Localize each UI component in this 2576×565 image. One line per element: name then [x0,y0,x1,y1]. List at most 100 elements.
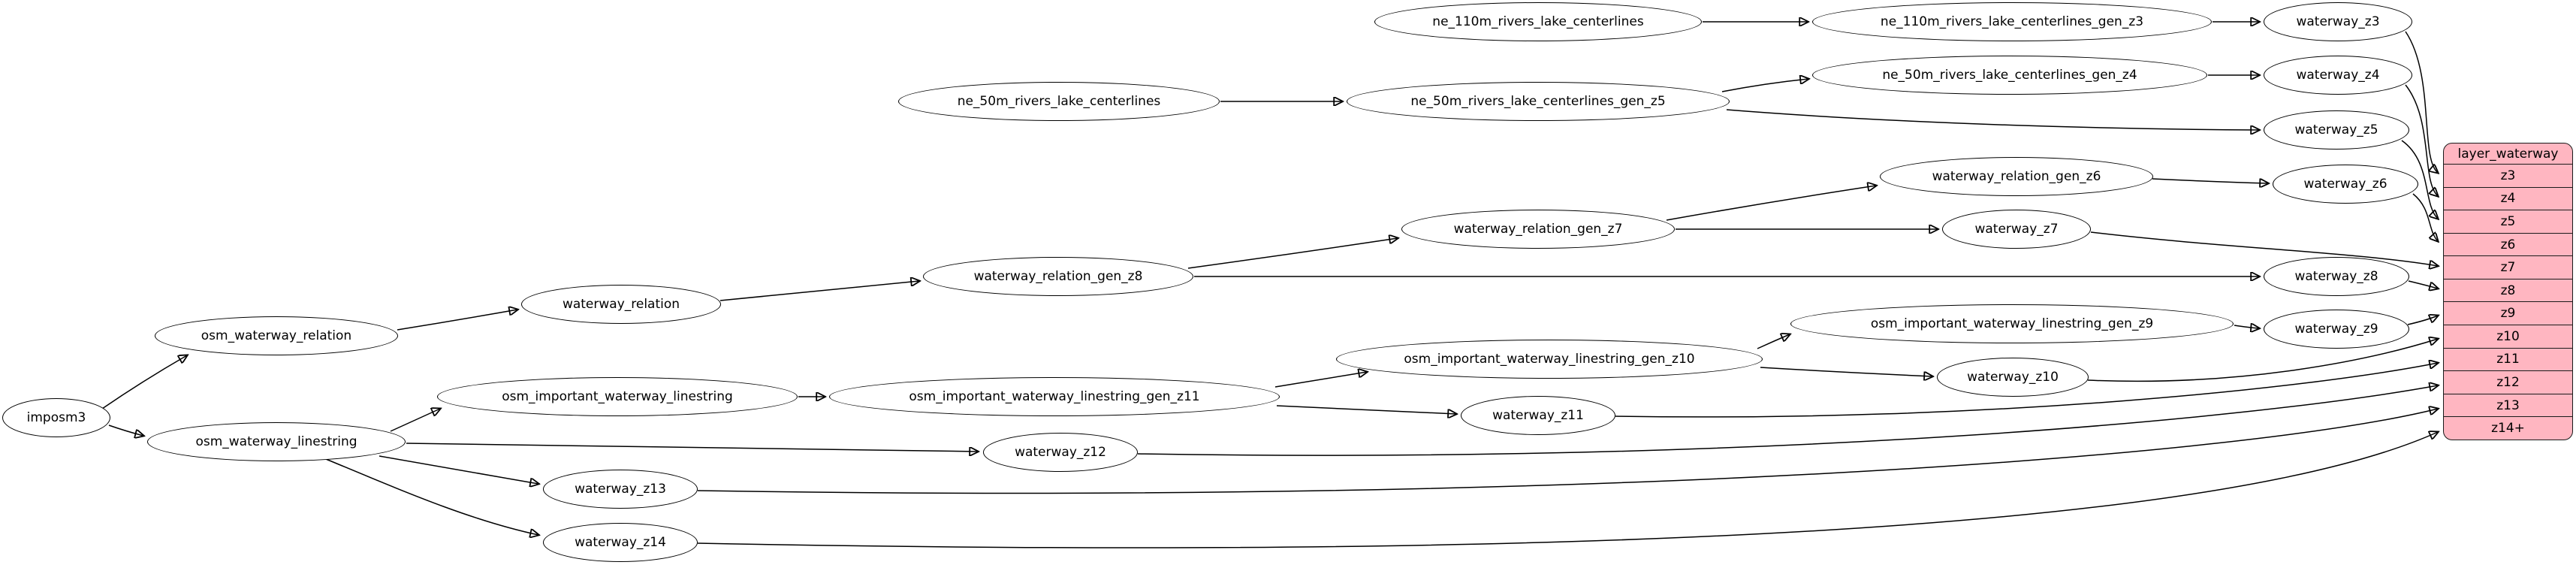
node-osm_important_waterway_linestring_gen_z11: osm_important_waterway_linestring_gen_z1… [829,377,1280,416]
node-label: osm_waterway_linestring [195,434,357,449]
node-waterway_z10: waterway_z10 [1937,358,2089,397]
node-waterway_z4: waterway_z4 [2264,56,2412,95]
node-waterway_z8: waterway_z8 [2264,257,2409,296]
node-label: osm_important_waterway_linestring_gen_z9 [1870,316,2154,331]
node-osm_important_waterway_linestring_gen_z9: osm_important_waterway_linestring_gen_z9 [1790,304,2234,343]
node-ne_110m_rivers_lake_centerlines_gen_z3: ne_110m_rivers_lake_centerlines_gen_z3 [1812,2,2212,41]
node-label: waterway_relation [562,297,680,312]
node-osm_waterway_relation: osm_waterway_relation [155,316,398,355]
node-label: waterway_z7 [1974,222,2059,237]
node-waterway_z5: waterway_z5 [2264,110,2409,150]
record-row-z11: z11 [2444,349,2572,372]
node-waterway_relation_gen_z7: waterway_relation_gen_z7 [1401,210,1675,249]
record-title: layer_waterway [2444,144,2572,165]
edge-imposm3-osm_waterway_linestring [108,425,143,436]
record-layer_waterway: layer_waterway z3 z4 z5 z6 z7 z8 z9 z10 … [2443,143,2573,440]
node-label: waterway_relation_gen_z8 [973,269,1143,284]
record-row-z5: z5 [2444,210,2572,234]
record-row-z12: z12 [2444,371,2572,394]
edge-waterway_z11-row_z11 [1615,363,2438,418]
edge-waterway_z12-row_z12 [1137,385,2438,456]
edge-osm_waterway_linestring-osm_important_waterway_linestring [390,409,440,432]
node-osm_important_waterway_linestring: osm_important_waterway_linestring [437,377,798,416]
record-row-z3: z3 [2444,165,2572,188]
node-label: waterway_z9 [2294,322,2378,337]
node-osm_important_waterway_linestring_gen_z10: osm_important_waterway_linestring_gen_z1… [1336,340,1763,379]
edge-waterway_z5-row_z5 [2401,140,2438,219]
node-label: osm_important_waterway_linestring [502,389,733,404]
node-ne_50m_rivers_lake_centerlines_gen_z4: ne_50m_rivers_lake_centerlines_gen_z4 [1812,56,2207,95]
node-label: waterway_z14 [575,535,666,550]
record-row-z6: z6 [2444,234,2572,257]
node-waterway_relation: waterway_relation [521,285,721,324]
edge-waterway_relation_gen_z6-waterway_z6 [2152,178,2268,183]
edge-gen_z10-waterway_z10 [1760,367,1932,376]
node-waterway_z14: waterway_z14 [543,523,698,562]
node-waterway_relation_gen_z8: waterway_relation_gen_z8 [923,257,1193,296]
edge-osm_waterway_linestring-waterway_z13 [379,455,538,484]
node-label: waterway_z6 [2303,177,2387,192]
node-waterway_relation_gen_z6: waterway_relation_gen_z6 [1880,157,2153,196]
edge-waterway_z9-row_z9 [2407,316,2438,325]
node-label: ne_50m_rivers_lake_centerlines_gen_z5 [1410,94,1666,109]
edge-gen_z5-waterway_z5 [1726,109,2259,130]
node-ne_110m_rivers_lake_centerlines: ne_110m_rivers_lake_centerlines [1374,2,1702,41]
node-label: waterway_z5 [2294,122,2378,137]
record-row-z7: z7 [2444,256,2572,279]
node-label: ne_50m_rivers_lake_centerlines [957,94,1161,109]
edge-waterway_z3-row_z3 [2405,31,2438,173]
node-waterway_z12: waterway_z12 [983,433,1138,472]
record-row-z10: z10 [2444,325,2572,349]
edge-imposm3-osm_waterway_relation [101,355,187,409]
node-label: osm_important_waterway_linestring_gen_z1… [1404,352,1695,367]
node-waterway_z3: waterway_z3 [2264,2,2412,41]
edge-gen_z5-gen_z4 [1721,79,1808,92]
edge-osm_waterway_linestring-waterway_z12 [406,443,978,452]
edge-waterway_z4-row_z4 [2405,84,2438,196]
edge-waterway_relation_gen_z7-waterway_relation_gen_z6 [1666,186,1876,221]
record-row-z9: z9 [2444,302,2572,326]
node-waterway_z9: waterway_z9 [2264,310,2409,349]
node-label: waterway_z10 [1967,370,2059,385]
edge-waterway_relation_gen_z8-waterway_relation_gen_z7 [1187,238,1398,269]
node-label: waterway_z3 [2296,14,2380,29]
node-waterway_z6: waterway_z6 [2273,165,2418,204]
node-label: ne_50m_rivers_lake_centerlines_gen_z4 [1882,68,2137,83]
record-row-z14plus: z14+ [2491,421,2525,437]
node-ne_50m_rivers_lake_centerlines_gen_z5: ne_50m_rivers_lake_centerlines_gen_z5 [1347,82,1730,121]
node-waterway_z11: waterway_z11 [1461,396,1615,435]
node-waterway_z7: waterway_z7 [1942,210,2091,249]
node-label: waterway_z13 [575,482,666,497]
node-label: waterway_z4 [2296,68,2380,83]
edge-osm_waterway_linestring-waterway_z14 [325,458,538,535]
node-label: ne_110m_rivers_lake_centerlines [1432,14,1644,29]
node-label: waterway_relation_gen_z6 [1932,169,2101,184]
edge-osm_waterway_relation-waterway_relation [397,310,517,331]
edge-waterway_z8-row_z8 [2408,280,2438,289]
node-label: waterway_z12 [1015,445,1106,460]
edge-waterway_z6-row_z6 [2412,193,2438,241]
node-label: osm_waterway_relation [201,328,352,343]
edge-waterway_z10-row_z10 [2087,339,2438,382]
edge-waterway_relation-waterway_relation_gen_z8 [719,281,919,301]
edge-waterway_z14-row_z14 [697,432,2438,548]
edge-gen_z11-gen_z10 [1274,372,1367,388]
node-osm_waterway_linestring: osm_waterway_linestring [147,422,406,461]
node-waterway_z13: waterway_z13 [543,470,698,509]
record-row-z13: z13 [2444,394,2572,418]
edge-waterway_z13-row_z13 [697,409,2438,494]
node-ne_50m_rivers_lake_centerlines: ne_50m_rivers_lake_centerlines [898,82,1220,121]
node-label: ne_110m_rivers_lake_centerlines_gen_z3 [1880,14,2144,29]
node-label: imposm3 [26,410,86,425]
edge-gen_z10-gen_z9 [1757,334,1790,349]
node-label: waterway_z11 [1492,408,1584,423]
record-row-z8: z8 [2444,279,2572,303]
edge-gen_z9-waterway_z9 [2234,325,2259,328]
node-imposm3: imposm3 [2,398,110,437]
node-label: waterway_z8 [2294,269,2378,284]
node-label: osm_important_waterway_linestring_gen_z1… [909,389,1200,404]
node-label: waterway_relation_gen_z7 [1453,222,1623,237]
edge-waterway_z7-row_z7 [2090,231,2438,266]
